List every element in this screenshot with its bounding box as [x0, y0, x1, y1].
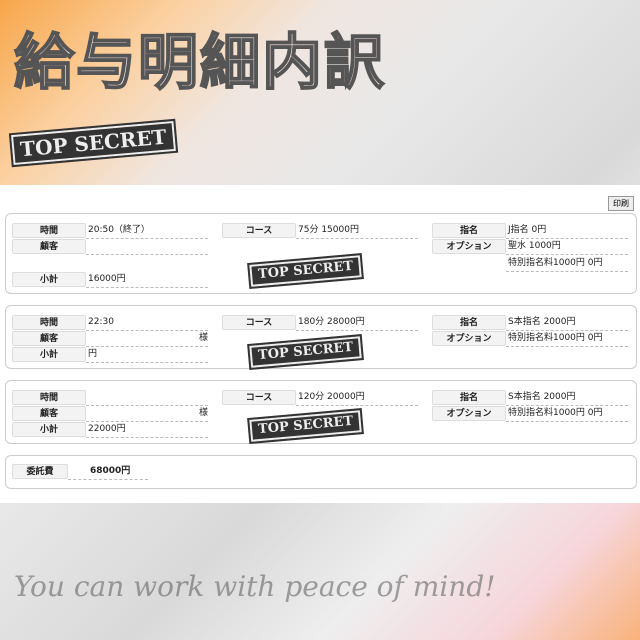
option-value: 特別指名料1000円 0円 — [506, 406, 628, 422]
nomination-label: 指名 — [432, 223, 506, 238]
time-value — [86, 390, 208, 406]
time-value: 22:30 — [86, 315, 208, 331]
customer-value: 様 — [86, 331, 208, 347]
customer-value — [86, 239, 208, 255]
course-label: コース — [222, 390, 296, 405]
top-secret-stamp: TOP SECRET — [8, 118, 178, 168]
customer-label: 顧客 — [12, 239, 86, 254]
course-label: コース — [222, 315, 296, 330]
commission-value: 68000円 — [68, 464, 148, 480]
customer-value: 様 — [86, 406, 208, 422]
course-value: 180分 28000円 — [296, 315, 418, 331]
subtotal-value: 円 — [86, 347, 208, 363]
subtotal-label: 小計 — [12, 347, 86, 362]
option-label: オプション — [432, 239, 506, 254]
print-button[interactable]: 印刷 — [608, 196, 634, 211]
option-value: 特別指名料1000円 0円 — [506, 331, 628, 347]
nomination-value: J指名 0円 — [506, 223, 628, 239]
subtotal-value: 16000円 — [86, 272, 208, 288]
nomination-label: 指名 — [432, 390, 506, 405]
customer-label: 顧客 — [12, 331, 86, 346]
customer-label: 顧客 — [12, 406, 86, 421]
subtotal-value: 22000円 — [86, 422, 208, 438]
subtotal-label: 小計 — [12, 272, 86, 287]
time-label: 時間 — [12, 315, 86, 330]
course-value: 120分 20000円 — [296, 390, 418, 406]
subtotal-label: 小計 — [12, 422, 86, 437]
time-label: 時間 — [12, 223, 86, 238]
nomination-value: S本指名 2000円 — [506, 315, 628, 331]
time-label: 時間 — [12, 390, 86, 405]
option-value: 特別指名料1000円 0円 — [506, 256, 628, 272]
time-value: 20:50（終了） — [86, 223, 208, 239]
nomination-label: 指名 — [432, 315, 506, 330]
option-value: 聖水 1000円 — [506, 239, 628, 255]
watermark-text: You can work with peace of mind! — [14, 570, 496, 603]
nomination-value: S本指名 2000円 — [506, 390, 628, 406]
page-title: 給与明細内訳 — [13, 27, 386, 99]
option-label: オプション — [432, 331, 506, 346]
option-label: オプション — [432, 406, 506, 421]
course-value: 75分 15000円 — [296, 223, 418, 239]
course-label: コース — [222, 223, 296, 238]
commission-label: 委託費 — [12, 464, 68, 479]
